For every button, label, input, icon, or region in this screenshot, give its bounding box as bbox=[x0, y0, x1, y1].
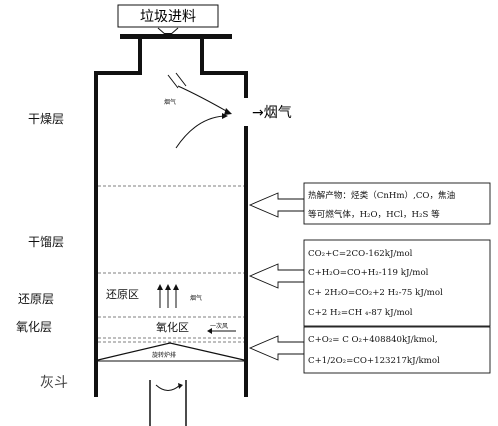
oxidation-zone-label: 氧化区 bbox=[156, 320, 189, 334]
callout-pyrolysis: 热解产物：烃类（CnHm）,CO，焦油 等可燃气体，H₂O，HCl，H₂S 等 bbox=[248, 182, 491, 225]
zone-label-oxidation: 氧化层 bbox=[16, 320, 52, 334]
oxidation-line-2: C+1/2O₂=CO+123217kJ/kmol bbox=[308, 356, 440, 366]
reduction-line-3: C+ 2H₂O=CO₂+2 H₂-75 kJ/mol bbox=[308, 288, 443, 298]
reduction-line-2: C+H₂O=CO+H₂-119 kJ/mol bbox=[308, 268, 429, 278]
reduction-flue-gas-label: 烟气 bbox=[190, 294, 202, 302]
top-flow-arrows: 烟气 bbox=[164, 72, 232, 149]
pyrolysis-line-2: 等可燃气体，H₂O，HCl，H₂S 等 bbox=[308, 208, 440, 220]
primary-air-label: 一次风 bbox=[210, 322, 228, 330]
zone-label-dry-distillation: 干馏层 bbox=[28, 235, 64, 249]
zone-label-drying: 干燥层 bbox=[28, 112, 64, 126]
feed-box-label: 垃圾进料 bbox=[140, 9, 196, 25]
callout-reduction: CO₂+C=2CO-162kJ/mol C+H₂O=CO+H₂-119 kJ/m… bbox=[248, 239, 491, 327]
ash-pipe bbox=[149, 380, 187, 426]
primary-air-indicator: 一次风 bbox=[207, 322, 236, 334]
upflow-arrows bbox=[157, 284, 179, 308]
flue-gas-outlet-label: →烟气 bbox=[252, 105, 292, 121]
oxidation-line-1: C+O₂= C O₂+408840kJ/kmol, bbox=[308, 335, 438, 345]
rotating-grate-label: 旋转炉排 bbox=[152, 351, 176, 359]
feed-flange bbox=[120, 34, 232, 39]
zone-label-reduction: 还原层 bbox=[18, 292, 54, 306]
reduction-zone-label: 还原区 bbox=[106, 288, 139, 301]
zone-label-ash-hopper: 灰斗 bbox=[40, 375, 68, 391]
reduction-line-1: CO₂+C=2CO-162kJ/mol bbox=[308, 249, 413, 259]
feed-box bbox=[117, 4, 219, 28]
rotating-grate: 旋转炉排 bbox=[97, 342, 245, 362]
reduction-line-4: C+2 H₂=CH ₄-87 kJ/mol bbox=[308, 308, 413, 318]
top-flue-gas-label: 烟气 bbox=[164, 98, 176, 106]
pyrolysis-line-1: 热解产物：烃类（CnHm）,CO，焦油 bbox=[308, 189, 455, 201]
neck-left-wall bbox=[96, 39, 142, 75]
feed-arrow-head bbox=[164, 33, 172, 38]
callout-oxidation: C+O₂= C O₂+408840kJ/kmol, C+1/2O₂=CO+123… bbox=[248, 326, 491, 374]
feed-inlet: 垃圾进料 bbox=[117, 4, 232, 39]
neck-right-wall bbox=[200, 39, 246, 75]
